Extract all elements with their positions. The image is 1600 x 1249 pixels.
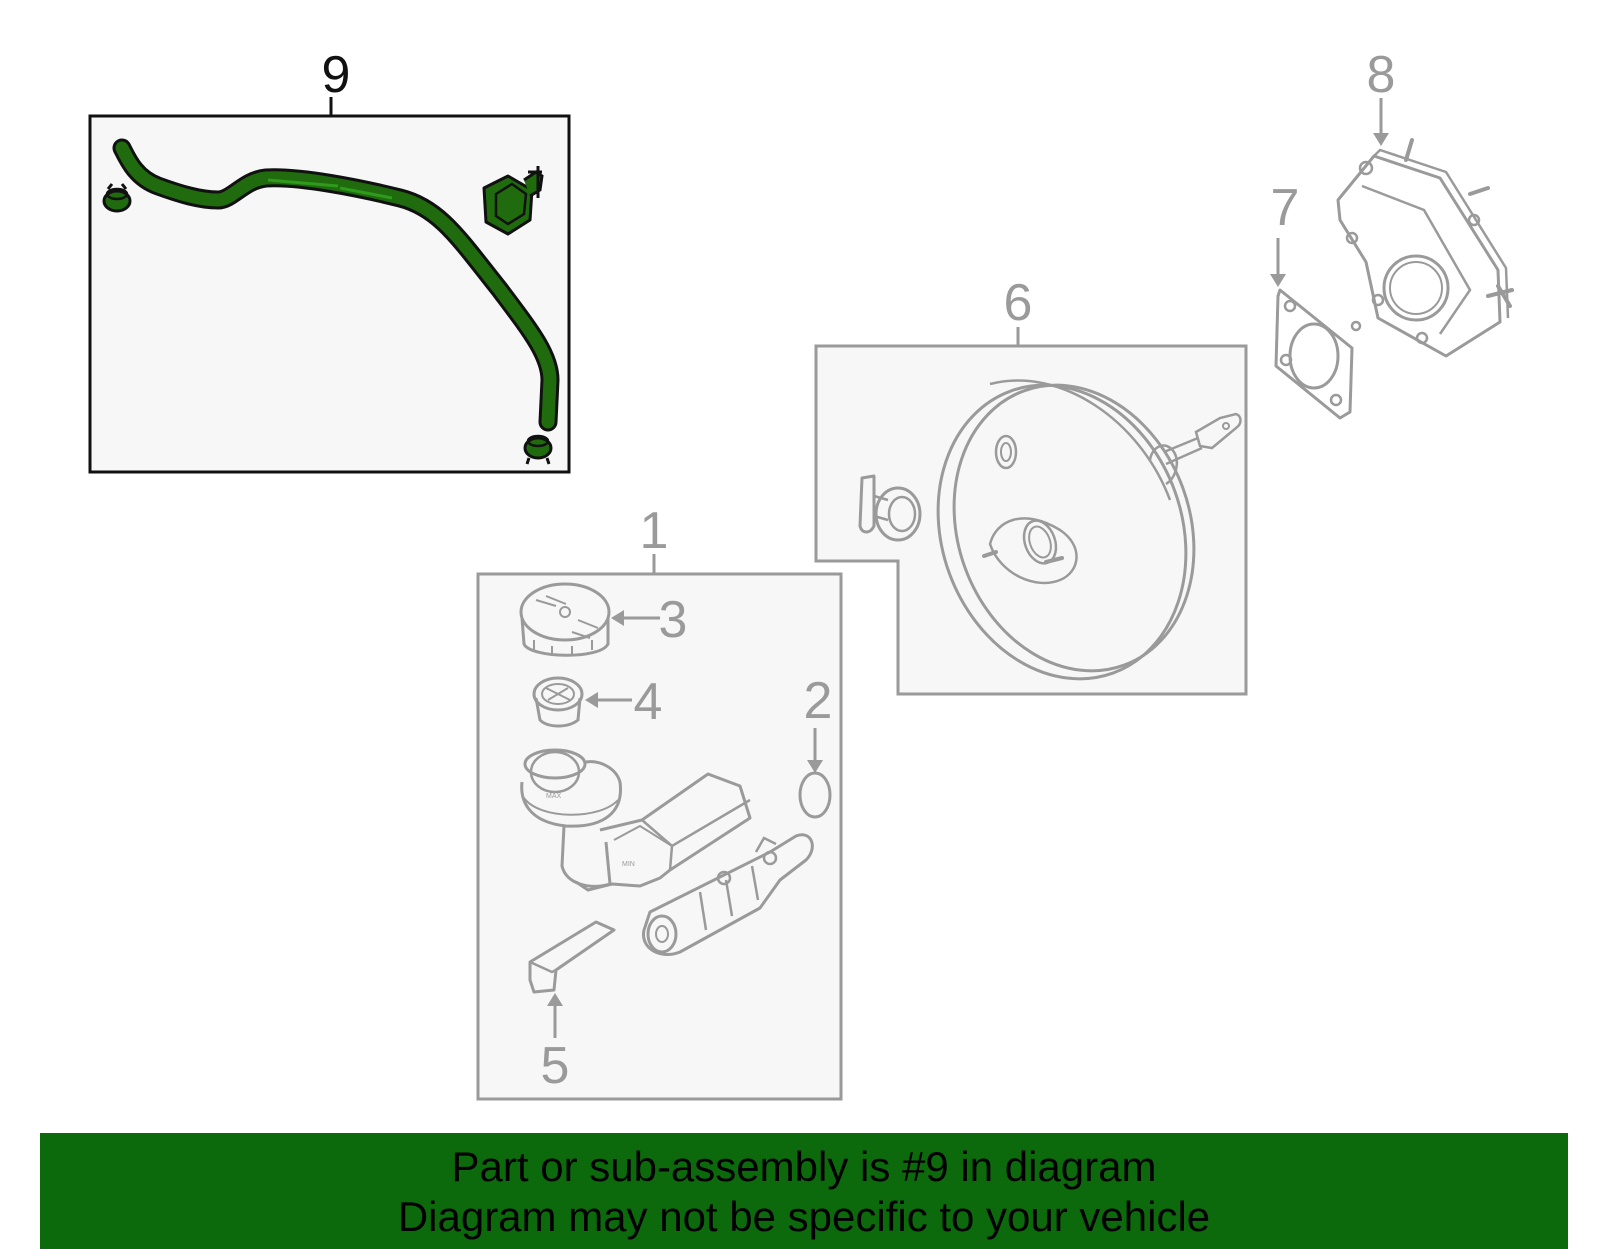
callout-3[interactable]: 3 [659,591,688,649]
callout-1[interactable]: 1 [640,502,669,560]
panel-1[interactable]: 1 3 4 2 [476,502,843,1101]
arrow-5 [547,993,563,1006]
min-mark: MIN [622,861,635,868]
callout-8[interactable]: 8 [1367,46,1396,104]
booster-check-valve[interactable] [858,474,922,542]
max-mark: MAX [546,793,562,800]
arrow-4 [585,692,598,708]
banner-line-1: Part or sub-assembly is #9 in diagram [451,1143,1157,1190]
panel-9[interactable]: 9 [88,46,571,474]
hose-clamp-left[interactable] [102,183,132,213]
part-8-bracket[interactable]: 8 [1336,46,1514,358]
parts-diagram: 9 8 [88,46,1514,1101]
part-7-gasket[interactable]: 7 [1270,179,1362,420]
reservoir-strainer[interactable] [532,676,584,728]
level-sensor[interactable] [528,920,616,994]
brake-booster[interactable] [898,350,1242,714]
callout-6[interactable]: 6 [1004,274,1033,332]
info-banner: Part or sub-assembly is #9 in diagram Di… [40,1133,1568,1249]
callout-9[interactable]: 9 [322,46,351,104]
callout-5[interactable]: 5 [541,1037,570,1095]
arrow-8 [1373,133,1389,146]
arrow-3 [611,610,624,626]
check-valve[interactable] [482,166,544,236]
callout-7[interactable]: 7 [1271,179,1300,237]
hose-highlight [267,178,393,200]
arrow-2 [807,760,823,773]
vacuum-hose-fill [115,141,557,429]
callout-4[interactable]: 4 [634,673,663,731]
banner-line-2: Diagram may not be specific to your vehi… [397,1193,1211,1240]
master-cylinder[interactable]: MAX MIN [520,748,814,956]
panel-6[interactable]: 6 [814,274,1248,714]
callout-2[interactable]: 2 [804,672,833,730]
hose-clamp-bottom[interactable] [523,434,553,465]
arrow-7 [1270,274,1286,287]
reservoir-cap[interactable] [519,582,611,657]
